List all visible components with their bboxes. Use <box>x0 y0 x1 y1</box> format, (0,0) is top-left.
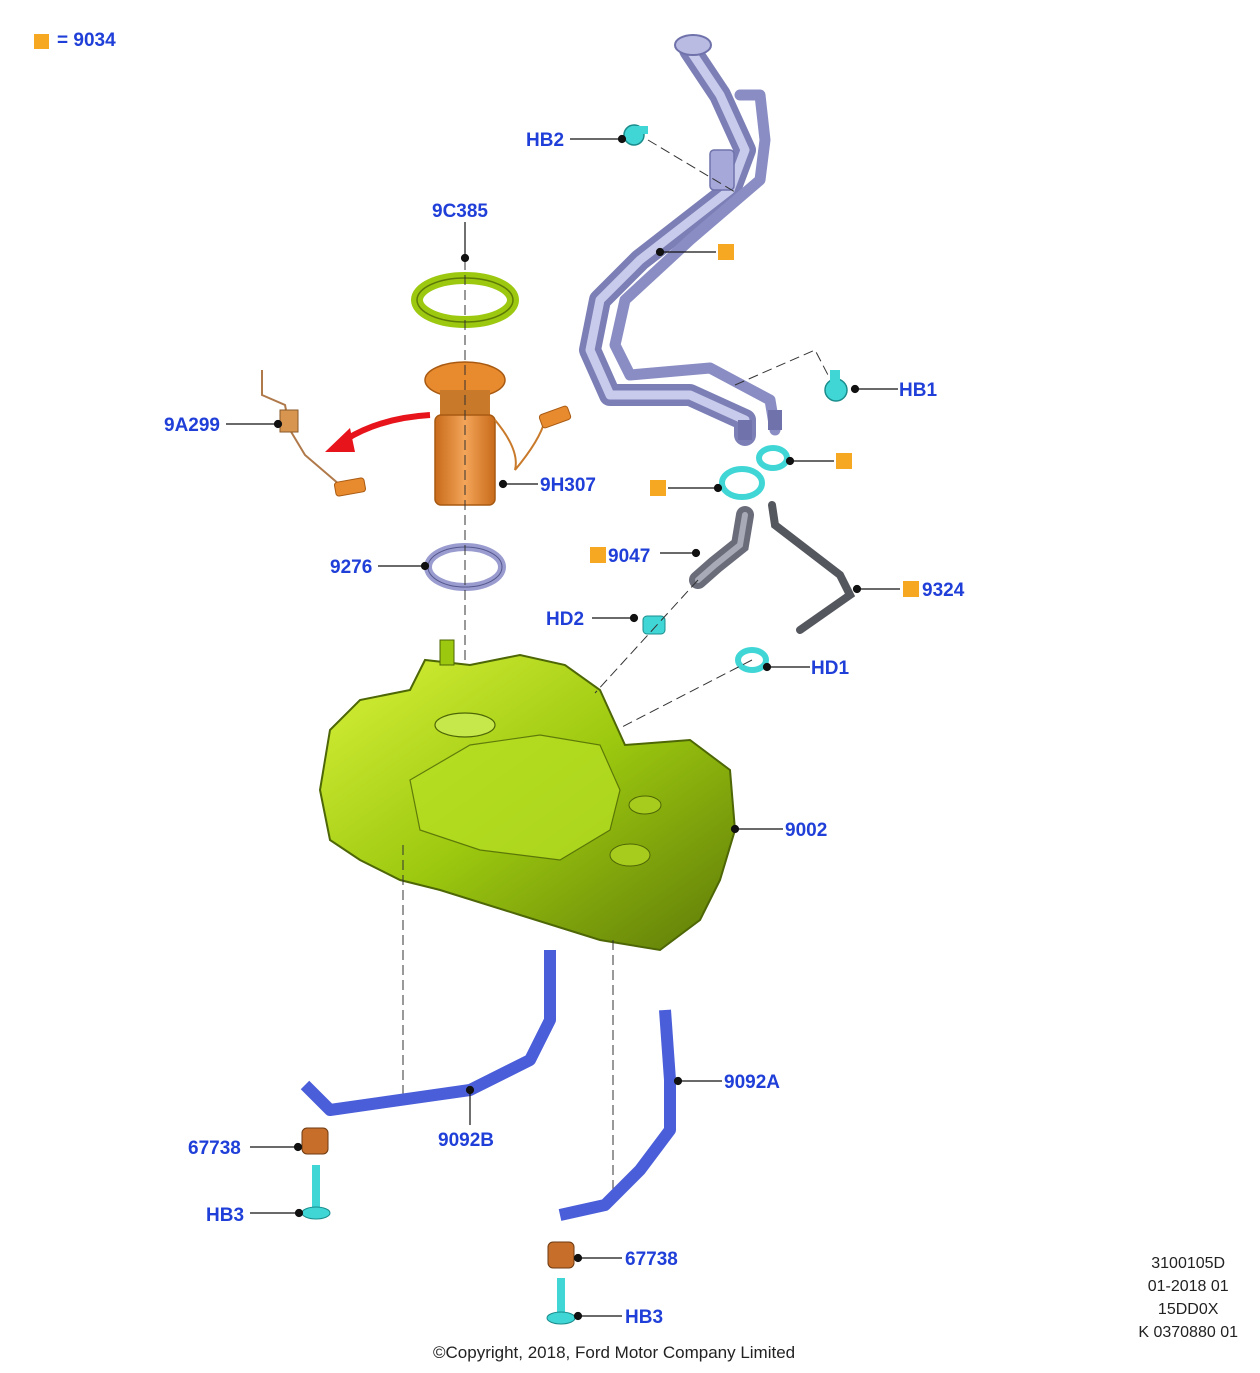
dash-hb1 <box>734 349 829 386</box>
vent-hose-9324 <box>768 501 856 634</box>
strap-9092a <box>558 1009 676 1221</box>
label-67738-left: 67738 <box>188 1138 241 1159</box>
dash-9047-tank <box>594 579 699 694</box>
label-67738-right: 67738 <box>625 1249 678 1270</box>
ref-line-1: 3100105D <box>1151 1255 1226 1272</box>
clamp-hd1 <box>735 647 769 673</box>
label-9c385: 9C385 <box>432 201 488 222</box>
label-9a299: 9A299 <box>164 415 220 436</box>
bolt-hb3-right <box>546 1278 576 1325</box>
label-hb2: HB2 <box>526 130 564 151</box>
ref-line-4: K 0370880 01 <box>1138 1324 1238 1341</box>
leader-lines <box>226 134 900 1321</box>
drawing-reference: 3100105D 01-2018 01 15DD0X K 0370880 01 <box>1138 1252 1238 1344</box>
marker-square <box>836 453 852 469</box>
label-9092a: 9092A <box>724 1072 780 1093</box>
clamp-left <box>719 466 765 500</box>
red-arrow-head-icon <box>325 428 355 452</box>
label-9047: 9047 <box>608 546 650 567</box>
filler-hose-9047-highlight <box>695 512 748 583</box>
marker-square <box>650 480 666 496</box>
marker-squares <box>590 244 919 597</box>
marker-square <box>590 547 606 563</box>
copyright-text: ©Copyright, 2018, Ford Motor Company Lim… <box>433 1343 796 1362</box>
label-9276: 9276 <box>330 557 372 578</box>
label-9324: 9324 <box>922 580 965 601</box>
red-arrow-icon <box>343 412 431 443</box>
label-hd1: HD1 <box>811 658 849 679</box>
dash-hb2 <box>647 139 736 193</box>
label-9h307: 9H307 <box>540 475 596 496</box>
nut-67738-right <box>547 1241 575 1269</box>
marker-square <box>903 581 919 597</box>
ref-line-2: 01-2018 01 <box>1147 1278 1229 1295</box>
label-hb3-right: HB3 <box>625 1307 663 1328</box>
fuel-level-sender-9a299 <box>261 370 367 497</box>
marker-square <box>718 244 734 260</box>
legend-marker-square <box>34 33 49 49</box>
legend-text: = 9034 <box>57 30 116 51</box>
legend: = 9034 <box>34 30 116 52</box>
strap-9092b <box>300 950 556 1116</box>
dash-hd1-tank <box>619 659 753 729</box>
clip-hb2 <box>623 124 648 146</box>
label-hd2: HD2 <box>546 609 584 630</box>
fuel-tank-9002 <box>318 639 737 952</box>
filler-pipe <box>579 34 782 446</box>
clamp-right <box>756 445 790 471</box>
label-hb1: HB1 <box>899 380 937 401</box>
label-9002: 9002 <box>785 820 827 841</box>
nut-67738-left <box>301 1127 329 1155</box>
bolt-hb3-left <box>301 1165 331 1220</box>
ref-line-3: 15DD0X <box>1157 1301 1219 1318</box>
label-hb3-left: HB3 <box>206 1205 244 1226</box>
clip-hb1 <box>824 370 848 402</box>
label-9092b: 9092B <box>438 1130 494 1151</box>
clamp-hd2 <box>642 615 666 635</box>
